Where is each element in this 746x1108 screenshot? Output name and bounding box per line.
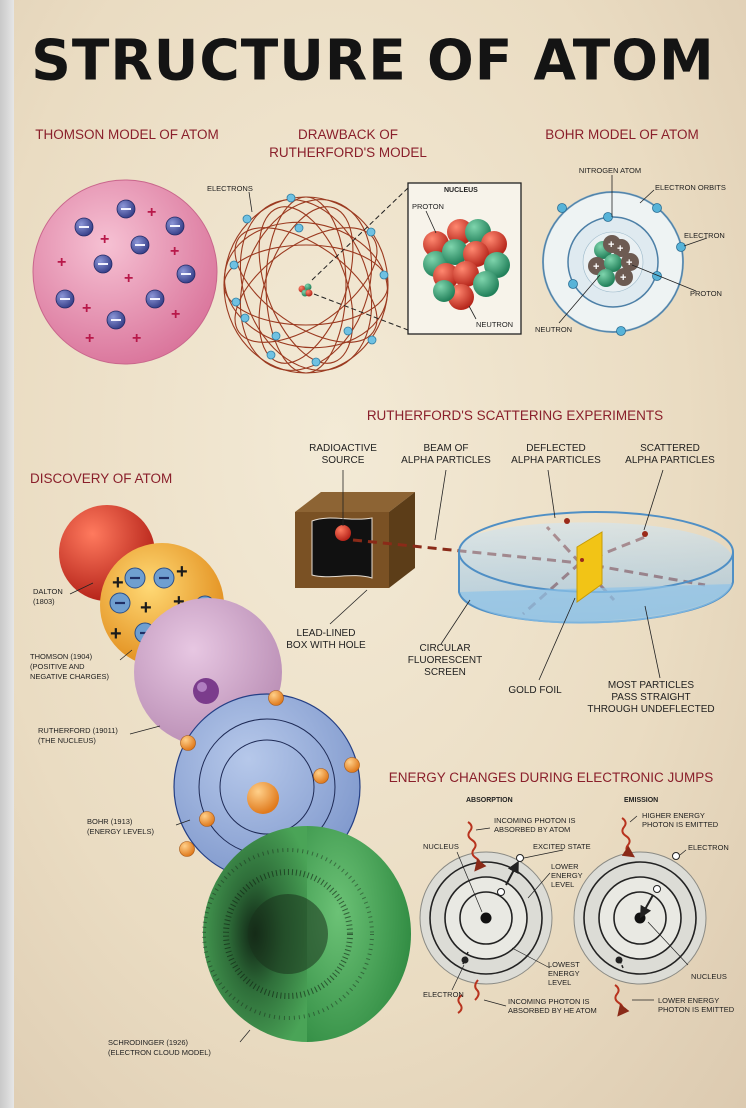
rutherford1911-label-line1: RUTHERFORD (19011) <box>38 726 118 735</box>
lower-emit-line1: LOWER ENERGY <box>658 996 720 1005</box>
dalton-label-line1: DALTON <box>33 587 63 596</box>
gold-foil <box>576 531 603 603</box>
emission-nucleus-label: NUCLEUS <box>691 972 727 981</box>
svg-text:+: + <box>110 623 122 645</box>
emission-title: EMISSION <box>624 797 659 804</box>
radioactive-source-line1: RADIOACTIVE <box>309 443 377 454</box>
rutherford-wire-atom <box>223 196 389 374</box>
nucleus-neutron-label: NEUTRON <box>476 320 514 329</box>
thomson1904-label-line3: NEGATIVE CHARGES) <box>30 672 110 681</box>
lead-box <box>295 492 415 588</box>
schrodinger-label-line1: SCHRODINGER (1926) <box>108 1038 189 1047</box>
incoming-top-line2: ABSORBED BY ATOM <box>494 825 571 834</box>
emission-atom <box>573 817 707 1017</box>
bohr-nitrogen-atom: +++++ <box>542 175 708 336</box>
higher-energy-line2: PHOTON IS EMITTED <box>642 820 719 829</box>
svg-text:+: + <box>85 330 94 347</box>
thomson1904-label-line1: THOMSON (1904) <box>30 652 93 661</box>
lowest-level-line2: ENERGY <box>548 969 580 978</box>
nucleus-cluster <box>423 219 510 310</box>
svg-text:+: + <box>620 272 626 284</box>
lead-box-line2: BOX WITH HOLE <box>286 640 366 651</box>
bohr1913-label-line2: (ENERGY LEVELS) <box>87 827 154 836</box>
absorption-atom <box>419 821 553 1014</box>
absorption-nucleus-label: NUCLEUS <box>423 842 459 851</box>
lowest-level-line3: LEVEL <box>548 978 572 987</box>
svg-text:+: + <box>140 597 152 619</box>
schrodinger-sphere <box>202 826 411 1042</box>
svg-text:+: + <box>147 204 156 221</box>
page-title: STRUCTURE OF ATOM <box>31 27 715 93</box>
bohr-proton-label: PROTON <box>690 289 722 298</box>
rutherford1911-label-line2: (THE NUCLEUS) <box>38 736 96 745</box>
svg-text:+: + <box>124 270 133 287</box>
scattered-label-line1: SCATTERED <box>640 443 700 454</box>
lower-level-line3: LEVEL <box>551 880 575 889</box>
thomson1904-label-line2: (POSITIVE AND <box>30 662 85 671</box>
incoming-top-line1: INCOMING PHOTON IS <box>494 816 576 825</box>
dalton-label-line2: (1803) <box>33 597 55 606</box>
svg-text:+: + <box>173 591 185 613</box>
svg-text:+: + <box>171 306 180 323</box>
energy-heading: ENERGY CHANGES DURING ELECTRONIC JUMPS <box>388 770 714 785</box>
svg-text:+: + <box>593 261 599 273</box>
screen-label-line2: FLUORESCENT <box>407 655 483 666</box>
bohr1913-label-line1: BOHR (1913) <box>87 817 133 826</box>
lowest-level-line1: LOWEST <box>548 960 580 969</box>
bohr-nitrogen-label: NITROGEN ATOM <box>578 166 642 175</box>
rutherford-electrons <box>229 193 389 367</box>
most-particles-line3: THROUGH UNDEFLECTED <box>587 704 715 715</box>
schrodinger-label-line2: (ELECTRON CLOUD MODEL) <box>108 1048 211 1057</box>
svg-text:+: + <box>170 243 179 260</box>
drawback-heading-line2: RUTHERFORD'S MODEL <box>269 145 427 160</box>
discovery-heading: DISCOVERY OF ATOM <box>30 471 173 486</box>
most-particles-line2: PASS STRAIGHT <box>611 692 691 703</box>
beam-label-line1: BEAM OF <box>423 443 469 454</box>
lead-box-line1: LEAD-LINED <box>296 628 356 639</box>
incoming-bottom-line1: INCOMING PHOTON IS <box>508 997 590 1006</box>
screen-label-line3: SCREEN <box>424 667 466 678</box>
incoming-bottom-line2: ABSORBED BY HE ATOM <box>508 1006 597 1015</box>
lower-emit-line2: PHOTON IS EMITTED <box>658 1005 735 1014</box>
svg-text:+: + <box>132 330 141 347</box>
most-particles-line1: MOST PARTICLES <box>607 680 695 691</box>
thomson-heading: THOMSON MODEL OF ATOM <box>35 127 219 142</box>
svg-text:+: + <box>100 231 109 248</box>
sparks <box>564 518 648 562</box>
absorption-title: ABSORPTION <box>466 797 513 804</box>
absorption-electron-label: ELECTRON <box>423 990 464 999</box>
excited-state-label: EXCITED STATE <box>533 842 591 851</box>
svg-text:+: + <box>82 300 91 317</box>
svg-text:+: + <box>57 254 66 271</box>
higher-energy-line1: HIGHER ENERGY <box>642 811 705 820</box>
drawback-electrons-label: ELECTRONS <box>207 184 253 193</box>
svg-text:+: + <box>617 243 623 255</box>
radioactive-source-line2: SOURCE <box>321 455 365 466</box>
nucleus-box-title: NUCLEUS <box>444 187 478 194</box>
gold-foil-label: GOLD FOIL <box>508 685 562 696</box>
bohr-heading: BOHR MODEL OF ATOM <box>545 127 699 142</box>
bohr-neutron-label: NEUTRON <box>535 325 573 334</box>
drawback-heading-line1: DRAWBACK OF <box>297 127 398 142</box>
svg-text:+: + <box>112 572 124 594</box>
bohr-orbits-label: ELECTRON ORBITS <box>655 183 726 192</box>
deflected-label-line1: DEFLECTED <box>526 443 586 454</box>
rutherford-small-nucleus <box>298 283 313 297</box>
svg-text:+: + <box>608 239 614 251</box>
beam-label-line2: ALPHA PARTICLES <box>401 455 491 466</box>
scattering-heading: RUTHERFORD'S SCATTERING EXPERIMENTS <box>366 408 664 423</box>
svg-text:+: + <box>626 257 632 269</box>
deflected-label-line2: ALPHA PARTICLES <box>511 455 601 466</box>
lower-level-line1: LOWER <box>551 862 579 871</box>
scattered-label-line2: ALPHA PARTICLES <box>625 455 715 466</box>
lower-level-line2: ENERGY <box>551 871 583 880</box>
thomson-model: + + + + + + + + + <box>32 179 218 365</box>
screen-label-line1: CIRCULAR <box>419 643 471 654</box>
emission-electron-label: ELECTRON <box>688 843 729 852</box>
nucleus-proton-label: PROTON <box>412 202 444 211</box>
svg-text:+: + <box>176 561 188 583</box>
bohr-electron-label: ELECTRON <box>684 231 725 240</box>
